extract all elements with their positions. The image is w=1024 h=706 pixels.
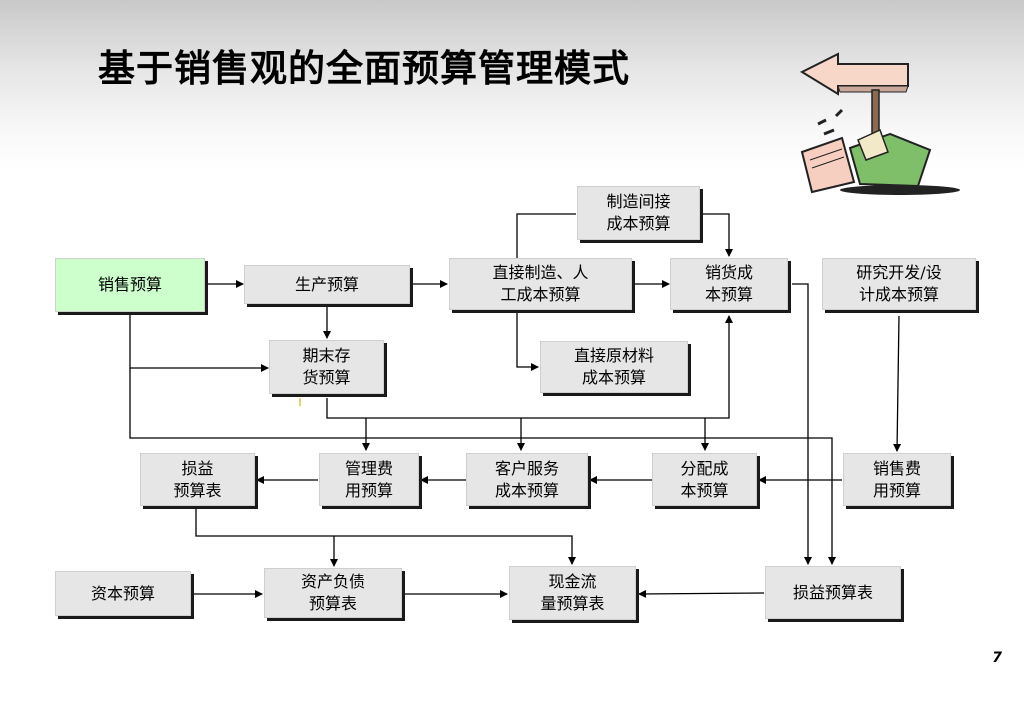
node-direct-mfg-labor-budget: 直接制造、人 工成本预算 [449,258,632,310]
arrow-pl-to-cash [195,508,576,565]
node-pl-budget-right: 损益预算表 [765,566,901,619]
node-ending-inventory-budget: 期末存 货预算 [269,340,384,394]
arrow-cogs-to-pl [792,283,812,565]
line-direct-mfg-to-overhead [516,213,576,258]
node-capital-budget: 资本预算 [55,571,191,616]
page-title: 基于销售观的全面预算管理模式 [98,47,630,90]
arrow-sales-to-inventory [129,314,269,372]
node-direct-material-budget: 直接原材料 成本预算 [540,341,688,393]
signpost-clipart-icon [799,52,960,195]
arrow-direct-mfg-to-material [516,312,539,371]
arrow-overhead-to-cogs [702,213,733,257]
node-selling-expense-budget: 销售费 用预算 [843,453,951,506]
node-admin-expense-budget: 管理费 用预算 [319,453,419,506]
node-distribution-cost-budget: 分配成 本预算 [652,453,757,506]
arrow-rd-to-selling [893,315,902,452]
node-customer-service-budget: 客户服务 成本预算 [466,453,588,506]
node-sales-budget: 销售预算 [55,258,205,312]
arrow-pl-right-to-cash [638,589,765,598]
page-number: 7 [992,650,1002,666]
node-pl-budget-left: 损益 预算表 [140,453,255,506]
node-cash-flow-budget: 现金流 量预算表 [509,566,636,620]
arrow-inventory-to-cogs [326,315,733,419]
node-mfg-overhead-budget: 制造间接 成本预算 [577,186,700,240]
line-sales-distribution [129,368,836,565]
node-cogs-budget: 销货成 本预算 [670,258,788,310]
node-production-budget: 生产预算 [244,265,410,304]
node-rd-design-cost-budget: 研究开发/设 计成本预算 [822,258,976,310]
node-balance-sheet-budget: 资产负债 预算表 [264,568,402,618]
